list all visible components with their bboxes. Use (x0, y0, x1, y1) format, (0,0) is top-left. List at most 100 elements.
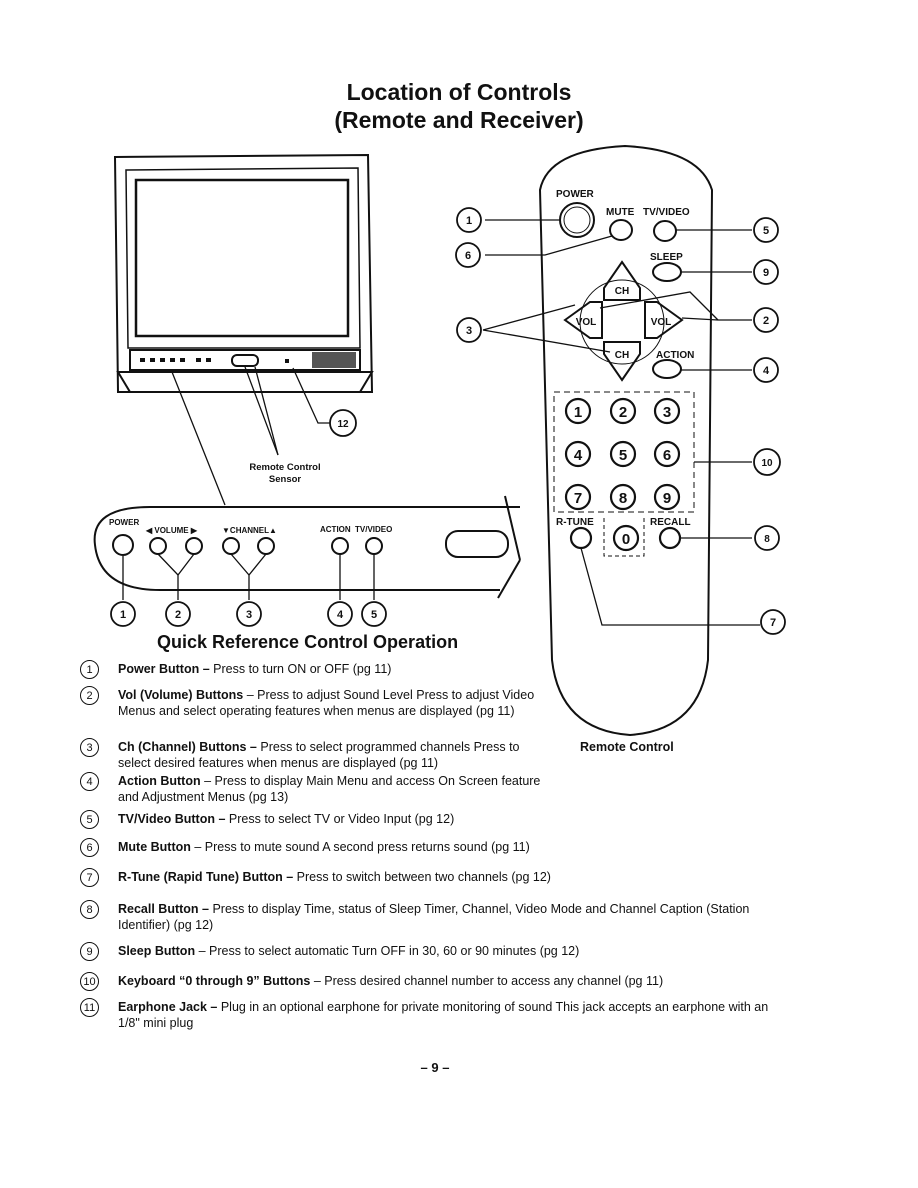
remote-ch-up-button[interactable] (603, 260, 641, 301)
key-5[interactable] (609, 440, 637, 468)
key-2-label: 2 (619, 404, 627, 421)
callout-3-panel: 3 (236, 601, 262, 627)
vol-left-label: VOL (576, 317, 597, 328)
callout-5-remote: 5 (753, 217, 779, 243)
svg-text:2: 2 (175, 609, 181, 621)
svg-text:12: 12 (337, 419, 349, 430)
key-1-label: 1 (574, 404, 582, 421)
item-text: Press to select programmed channels Pres… (118, 740, 520, 770)
item-number: 5 (80, 810, 99, 829)
callouts: 1 6 3 5 9 2 4 10 8 7 12 1 2 3 4 5 (110, 207, 786, 635)
key-6-label: 6 (663, 447, 671, 464)
tv-illustration (113, 153, 374, 393)
svg-text:4: 4 (337, 609, 344, 621)
item-title: Ch (Channel) Buttons – (118, 740, 257, 754)
svg-text:5: 5 (371, 609, 377, 621)
panel-power-button[interactable] (112, 534, 134, 556)
item-title: Earphone Jack – (118, 1000, 218, 1014)
callout-12: 12 (329, 409, 357, 437)
remote-vol-right-button[interactable] (644, 301, 684, 339)
item-number: 10 (80, 972, 99, 991)
key-6[interactable] (653, 440, 681, 468)
svg-text:6: 6 (465, 250, 471, 262)
item-text: Press to select TV or Video Input (pg 12… (225, 812, 455, 826)
callout-3-remote: 3 (456, 317, 482, 343)
keypad-digits: 1 2 3 4 5 6 7 8 9 0 (574, 404, 671, 548)
key-8[interactable] (609, 483, 637, 511)
item-title: Keyboard “0 through 9” Buttons (118, 974, 311, 988)
remote-mute-button[interactable] (609, 219, 633, 241)
item-number: 4 (80, 772, 99, 791)
callout-5-panel: 5 (361, 601, 387, 627)
key-9-label: 9 (663, 490, 671, 507)
key-3[interactable] (653, 397, 681, 425)
panel-volume-label: ◀ VOLUME ▶ (145, 526, 198, 535)
item-number: 11 (80, 998, 99, 1017)
item-number: 9 (80, 942, 99, 961)
item-number: 6 (80, 838, 99, 857)
item-title: Power Button – (118, 662, 210, 676)
callout-2-panel: 2 (165, 601, 191, 627)
title-line-1: Location of Controls (346, 79, 572, 105)
item-text: – Press to display Main Menu and access … (118, 774, 541, 804)
item-text: – Press to select automatic Turn OFF in … (195, 944, 580, 958)
remote-action-label: ACTION (656, 350, 694, 361)
key-4[interactable] (564, 440, 592, 468)
remote-ch-down-button[interactable] (603, 341, 641, 382)
callout-6: 6 (455, 242, 481, 268)
remote-keypad (564, 397, 682, 552)
key-1[interactable] (564, 397, 592, 425)
item-title: R-Tune (Rapid Tune) Button – (118, 870, 294, 884)
panel-action-button[interactable] (331, 537, 349, 555)
key-0[interactable] (612, 524, 640, 552)
item-text: Plug in an optional earphone for private… (118, 1000, 769, 1030)
tv-front-buttons (140, 358, 289, 363)
remote-action-button[interactable] (652, 359, 682, 379)
page-title: Location of Controls (Remote and Receive… (0, 78, 918, 134)
remote-vol-left-button[interactable] (563, 301, 603, 339)
item-text: – Press to mute sound A second press ret… (190, 840, 530, 854)
quick-reference-title: Quick Reference Control Operation (157, 632, 459, 652)
key-9[interactable] (653, 483, 681, 511)
remote-rtune-button[interactable] (569, 526, 593, 550)
key-3-label: 3 (663, 404, 671, 421)
remote-tvvideo-label: TV/VIDEO (643, 207, 690, 218)
vol-right-label: VOL (651, 317, 672, 328)
item-title: Recall Button – (118, 902, 209, 916)
svg-text:1: 1 (120, 609, 126, 621)
panel-power-label: POWER (109, 518, 139, 527)
remote-recall-button[interactable] (658, 526, 682, 550)
remote-tvvideo-button[interactable] (653, 220, 677, 242)
panel-ch-down-button[interactable] (222, 537, 240, 555)
item-title: Mute Button (118, 840, 191, 854)
panel-channel-label: ▼CHANNEL▲ (222, 526, 277, 535)
panel-vol-up-button[interactable] (185, 537, 203, 555)
remote-sleep-button[interactable] (652, 262, 682, 282)
item-text: Press to turn ON or OFF (pg 11) (209, 662, 392, 676)
panel-tvvideo-button[interactable] (365, 537, 383, 555)
sensor-label-2: Sensor (269, 474, 302, 485)
svg-text:1: 1 (466, 215, 472, 227)
key-7[interactable] (564, 483, 592, 511)
ch-down-label: CH (615, 350, 629, 361)
item-text: – Press desired channel number to access… (310, 974, 664, 988)
svg-text:9: 9 (763, 267, 769, 279)
callout-1-top: 1 (456, 207, 482, 233)
key-2[interactable] (609, 397, 637, 425)
callout-4-panel: 4 (327, 601, 353, 627)
item-number: 8 (80, 900, 99, 919)
callout-4-remote: 4 (753, 357, 779, 383)
panel-ch-up-button[interactable] (257, 537, 275, 555)
callout-8: 8 (754, 525, 780, 551)
item-text: Press to switch between two channels (pg… (293, 870, 551, 884)
title-line-2: (Remote and Receiver) (334, 107, 584, 133)
panel-vol-down-button[interactable] (149, 537, 167, 555)
key-0-label: 0 (622, 531, 630, 548)
sensor-label: Remote Control (249, 462, 320, 473)
remote-power-button[interactable] (559, 202, 595, 238)
svg-text:3: 3 (466, 325, 472, 337)
item-text: – Press to adjust Sound Level Press to a… (118, 688, 535, 718)
key-4-label: 4 (574, 447, 583, 464)
panel-buttons (112, 534, 383, 556)
